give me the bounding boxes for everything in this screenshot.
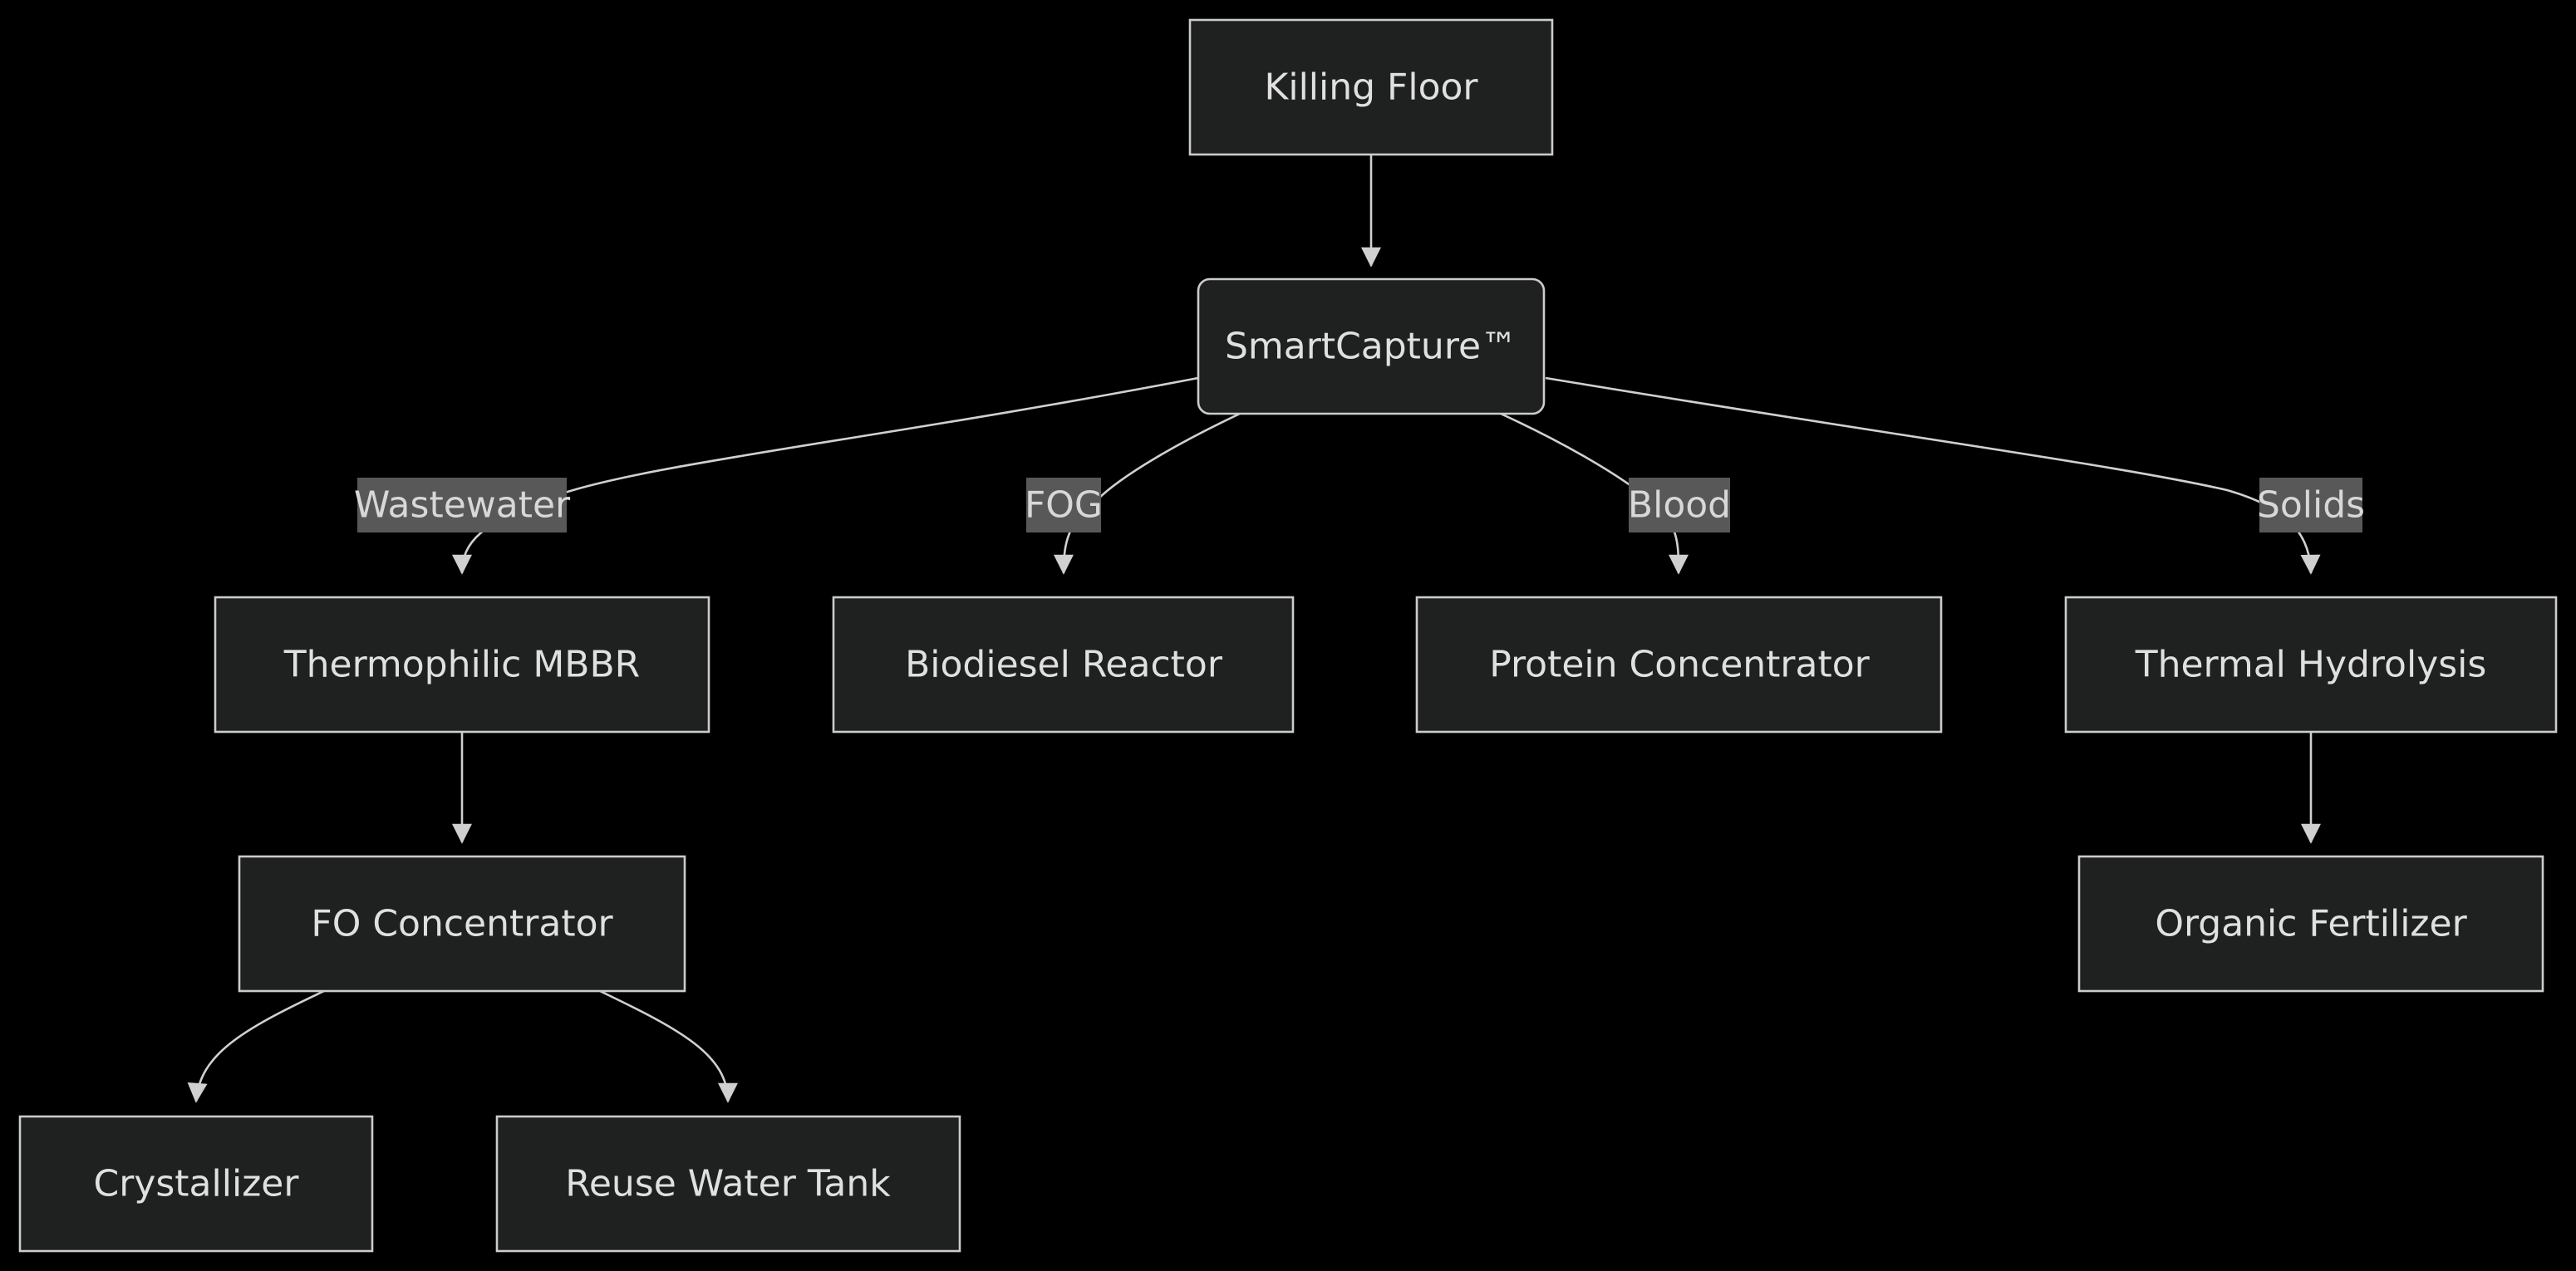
svg-text:Solids: Solids: [2257, 484, 2365, 527]
edge-labels: Wastewater FOG Blood Solids: [354, 478, 2365, 532]
node-protein-concentrator: Protein Concentrator: [1415, 596, 1943, 734]
edge-label-solids: Solids: [2257, 478, 2365, 532]
edge-fo-concentrator-to-crystallizer: [187, 989, 325, 1103]
node-reuse-water-tank: Reuse Water Tank: [495, 1115, 961, 1253]
edge-fo-concentrator-to-reuse-water-tank: [599, 989, 738, 1103]
svg-text:Killing Floor: Killing Floor: [1264, 66, 1478, 109]
node-fo-concentrator: FO Concentrator: [238, 855, 686, 993]
svg-text:Thermal Hydrolysis: Thermal Hydrolysis: [2135, 644, 2487, 686]
svg-text:Organic Fertilizer: Organic Fertilizer: [2155, 903, 2467, 945]
svg-text:Wastewater: Wastewater: [354, 484, 571, 527]
svg-text:Protein Concentrator: Protein Concentrator: [1489, 644, 1870, 686]
node-killing-floor: Killing Floor: [1188, 18, 1554, 156]
edge-smartcapture-to-thermophilic-mbbr: [451, 376, 1199, 575]
node-biodiesel-reactor: Biodiesel Reactor: [832, 596, 1295, 734]
svg-text:Blood: Blood: [1628, 484, 1731, 527]
svg-text:Reuse Water Tank: Reuse Water Tank: [565, 1163, 891, 1205]
svg-text:FOG: FOG: [1025, 484, 1103, 527]
edge-smartcapture-to-thermal-hydrolysis: [1545, 376, 2321, 575]
node-crystallizer: Crystallizer: [18, 1115, 374, 1253]
edge-smartcapture-to-biodiesel-reactor: [1053, 412, 1241, 575]
edge-label-blood: Blood: [1628, 478, 1731, 532]
svg-text:Biodiesel Reactor: Biodiesel Reactor: [905, 644, 1223, 686]
nodes: Killing Floor SmartCapture™ Thermophilic…: [18, 18, 2558, 1253]
svg-text:Crystallizer: Crystallizer: [94, 1163, 300, 1205]
node-smartcapture: SmartCapture™: [1197, 277, 1546, 415]
svg-text:SmartCapture™: SmartCapture™: [1225, 326, 1517, 368]
edge-label-fog: FOG: [1025, 478, 1103, 532]
svg-text:FO Concentrator: FO Concentrator: [311, 903, 613, 945]
node-organic-fertilizer: Organic Fertilizer: [2077, 855, 2544, 993]
edge-label-wastewater: Wastewater: [354, 478, 571, 532]
node-thermal-hydrolysis: Thermal Hydrolysis: [2064, 596, 2558, 734]
node-thermophilic-mbbr: Thermophilic MBBR: [214, 596, 710, 734]
svg-text:Thermophilic MBBR: Thermophilic MBBR: [283, 644, 641, 686]
